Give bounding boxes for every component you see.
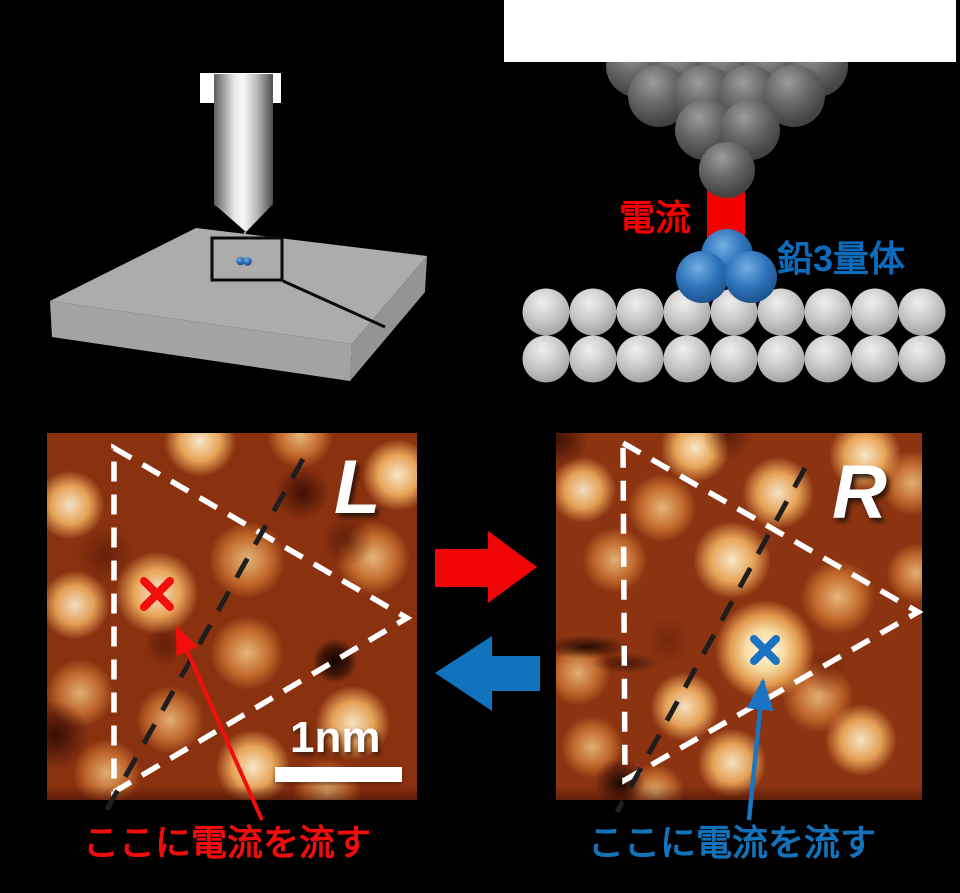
right-image-label: R xyxy=(832,450,887,535)
probe-cylinder xyxy=(214,74,273,204)
zoom-box xyxy=(210,236,284,282)
left-current-marker-x xyxy=(140,577,174,611)
right-caption-arrow xyxy=(746,678,774,821)
right-diagonal-dashed-line xyxy=(614,466,808,814)
lead-trimer-spheres xyxy=(676,229,777,303)
sample-slab-top xyxy=(50,228,427,344)
left-caption: ここに電流を流す xyxy=(83,822,372,863)
stm-apparatus-diagram xyxy=(50,73,427,381)
sample-slab-right xyxy=(350,256,427,381)
scale-label: 1nm xyxy=(290,713,381,762)
surface-spheres xyxy=(522,288,946,383)
probe-cone xyxy=(214,204,273,232)
forward-arrow-icon xyxy=(435,531,537,603)
left-diagonal-dashed-line xyxy=(102,457,306,815)
tip-atoms-diagram xyxy=(522,35,946,383)
current-label: 電流 xyxy=(619,197,692,238)
stm-image-right xyxy=(556,433,922,800)
stm-image-left xyxy=(47,433,417,800)
right-caption: ここに電流を流す xyxy=(588,822,877,863)
left-image-label: L xyxy=(334,445,381,530)
trimer-label: 鉛3量体 xyxy=(777,238,906,279)
trimer-dots xyxy=(236,256,252,266)
zoom-callout-line xyxy=(282,279,386,329)
annotation-overlay xyxy=(102,438,924,821)
scale-bar xyxy=(275,767,402,782)
sample-slab-front xyxy=(50,301,352,381)
right-current-marker-x xyxy=(750,635,780,665)
back-arrow-icon xyxy=(435,636,540,711)
left-caption-arrow xyxy=(175,625,264,821)
title-box xyxy=(504,0,956,62)
